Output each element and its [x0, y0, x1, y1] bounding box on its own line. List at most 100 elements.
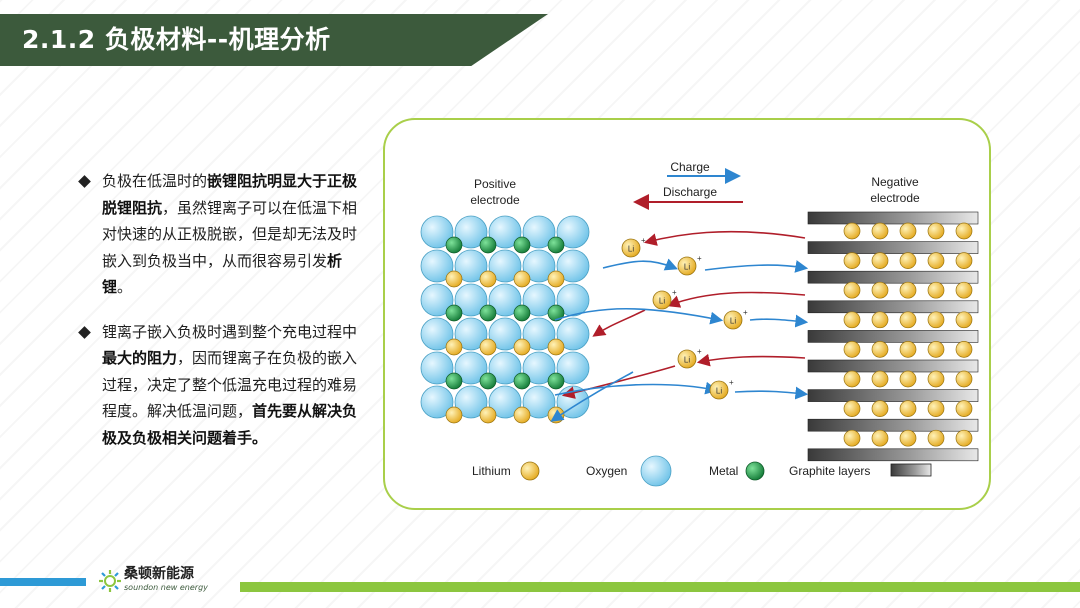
bullet-text-1: 负极在低温时的嵌锂阻抗明显大于正极脱锂阻抗，虽然锂离子可以在低温下相对快速的从正… — [102, 172, 357, 296]
lithium-ion-label: Li — [730, 317, 736, 326]
bullet-segment: ，虽然锂离子可以在低温下相对快速的从正极脱嵌，但是却无法及时嵌入到负极当中，从而… — [102, 198, 358, 270]
oxygen-atom — [420, 215, 454, 249]
bullet-segment: 负极在低温时的 — [102, 172, 208, 190]
legend-graphite-swatch — [890, 463, 932, 477]
oxygen-atom — [556, 317, 590, 351]
lithium-atom — [513, 406, 531, 424]
lithium-ion-charge: + — [697, 347, 702, 356]
lithium-atom — [899, 252, 917, 269]
graphite-layer — [807, 448, 979, 462]
oxygen-atom — [420, 249, 454, 283]
lithium-ion-charge: + — [729, 378, 734, 387]
lithium-atom — [927, 281, 945, 299]
footer-accent-bar-blue — [0, 578, 86, 586]
bullet-segment: 。 — [117, 278, 133, 296]
lithium-atom — [871, 341, 889, 358]
lithium-atom — [547, 338, 565, 356]
lithium-atom — [871, 400, 889, 417]
negative-electrode-graphite — [807, 211, 979, 462]
lithium-atom — [843, 311, 861, 329]
lithium-ion-charge: + — [743, 308, 748, 317]
graphite-layer — [807, 359, 979, 373]
lithium-ion-label: Li — [628, 245, 634, 254]
lithium-atom — [871, 429, 889, 447]
oxygen-atom — [522, 351, 556, 385]
legend-metal-label: Metal — [709, 464, 738, 478]
metal-atom — [479, 236, 497, 254]
bullet-list: 负极在低温时的嵌锂阻抗明显大于正极脱锂阻抗，虽然锂离子可以在低温下相对快速的从正… — [76, 168, 366, 469]
lithium-atom — [955, 252, 973, 269]
oxygen-atom — [420, 317, 454, 351]
lithium-ion-label: Li — [659, 297, 665, 306]
oxygen-atom — [522, 283, 556, 317]
lithium-atom — [513, 270, 531, 288]
ion-migration-arrow — [554, 308, 724, 325]
lithium-atom — [445, 338, 463, 356]
title-banner — [0, 14, 548, 66]
lithium-atom — [927, 311, 945, 329]
lithium-atom — [871, 222, 889, 240]
oxygen-atom — [488, 283, 522, 317]
oxygen-atom — [454, 385, 488, 419]
metal-atom — [547, 304, 565, 322]
oxygen-atom — [454, 283, 488, 317]
legend-lithium-label: Lithium — [472, 464, 511, 478]
lithium-atom — [513, 338, 531, 356]
slide-title: 2.1.2 负极材料--机理分析 — [22, 25, 331, 54]
ion-migration-arrow — [749, 314, 809, 328]
oxygen-atom — [556, 249, 590, 283]
metal-atom — [445, 236, 463, 254]
lithium-ion-charge: + — [641, 236, 646, 245]
lithium-atom — [843, 281, 861, 299]
company-logo: 桑顿新能源 soundon new energy — [98, 562, 218, 602]
bullet-segment: ，因而锂离子在负极的嵌入过程，决定了整个低温充电过程的难易程度。解决低温问题， — [102, 349, 358, 420]
oxygen-atom — [488, 385, 522, 419]
oxygen-atom — [488, 215, 522, 249]
graphite-layer — [807, 330, 979, 343]
lithium-atom — [843, 341, 861, 358]
diagram-frame: Positive electrode Negative electrode Ch… — [383, 118, 991, 510]
lithium-atom — [479, 270, 497, 288]
lithium-ion-charge: + — [672, 288, 677, 297]
lithium-ion — [723, 310, 743, 330]
lithium-atom — [955, 341, 973, 358]
negative-electrode-label-line1: Negative — [871, 175, 919, 189]
oxygen-atom — [454, 351, 488, 385]
negative-electrode-label-line2: electrode — [870, 191, 920, 205]
metal-atom — [513, 372, 531, 390]
oxygen-atom — [556, 283, 590, 317]
oxygen-atom — [454, 317, 488, 351]
ion-migration-arrow — [696, 353, 806, 367]
metal-atom — [479, 304, 497, 322]
lithium-ion-label: Li — [716, 387, 722, 396]
ion-migration-arrow — [643, 230, 806, 246]
ion-migration-arrow — [561, 365, 676, 399]
oxygen-atom — [420, 283, 454, 317]
lithium-ion-label: Li — [684, 356, 690, 365]
lithium-ion — [621, 238, 641, 258]
lithium-atom — [843, 429, 861, 447]
lithium-ion-label: Li — [684, 263, 690, 272]
lithium-atom — [871, 281, 889, 299]
bullet-item-2: 锂离子嵌入负极时遇到整个充电过程中最大的阻力，因而锂离子在负极的嵌入过程，决定了… — [76, 319, 366, 452]
bullet-segment: 锂离子嵌入负极时遇到整个充电过程中 — [102, 322, 358, 341]
oxygen-atom — [556, 351, 590, 385]
oxygen-atom — [522, 249, 556, 283]
oxygen-atom — [454, 215, 488, 249]
lithium-atom — [871, 252, 889, 269]
lithium-atom — [927, 341, 945, 358]
lithium-atom — [955, 281, 973, 299]
logo-name: 桑顿新能源 — [124, 566, 194, 582]
oxygen-atom — [522, 317, 556, 351]
ion-migration-arrow — [592, 309, 646, 337]
positive-electrode-label-line1: Positive — [474, 177, 516, 191]
metal-atom — [445, 304, 463, 322]
legend-metal-swatch — [745, 461, 765, 481]
bullet-segment-bold: 最大的阻力 — [102, 349, 178, 367]
lithium-atom — [445, 406, 463, 424]
metal-atom — [479, 372, 497, 390]
oxygen-atom — [420, 385, 454, 419]
diamond-bullet-icon — [78, 175, 91, 188]
lithium-atom — [479, 338, 497, 356]
ion-migration-arrow — [602, 258, 678, 271]
